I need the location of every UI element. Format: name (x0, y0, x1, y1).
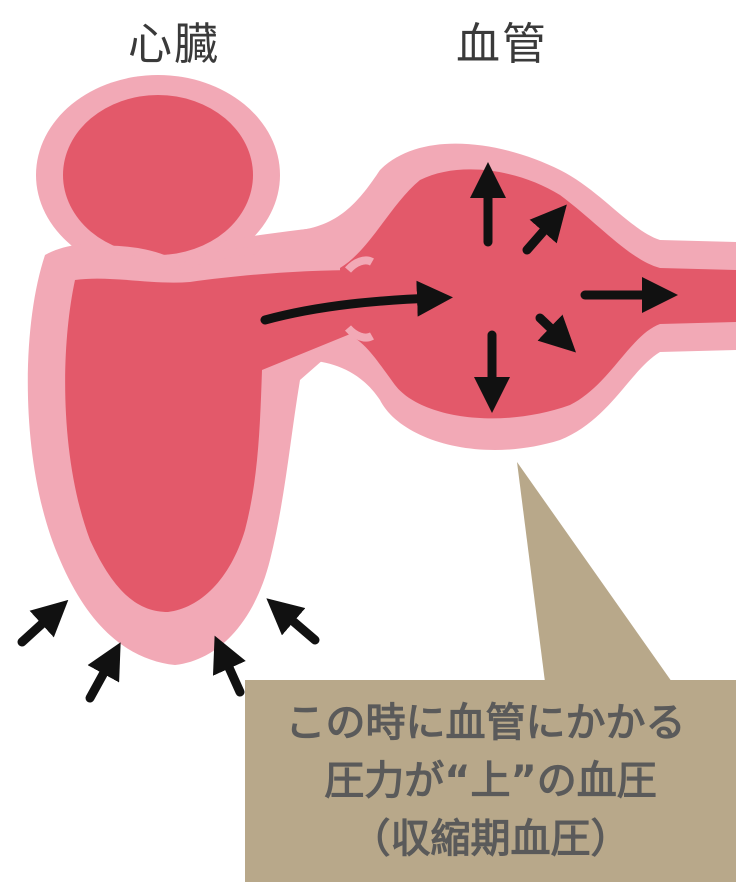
vessel-label: 血管 (456, 8, 548, 72)
callout-text-box: この時に血管にかかる 圧力が“上”の血圧 （収縮期血圧） (245, 680, 736, 882)
callout-line-3: （収縮期血圧） (351, 810, 631, 868)
heart-label: 心臓 (128, 8, 220, 72)
callout-line-2: 圧力が“上”の血圧 (324, 752, 657, 810)
callout-line-1: この時に血管にかかる (286, 694, 686, 752)
